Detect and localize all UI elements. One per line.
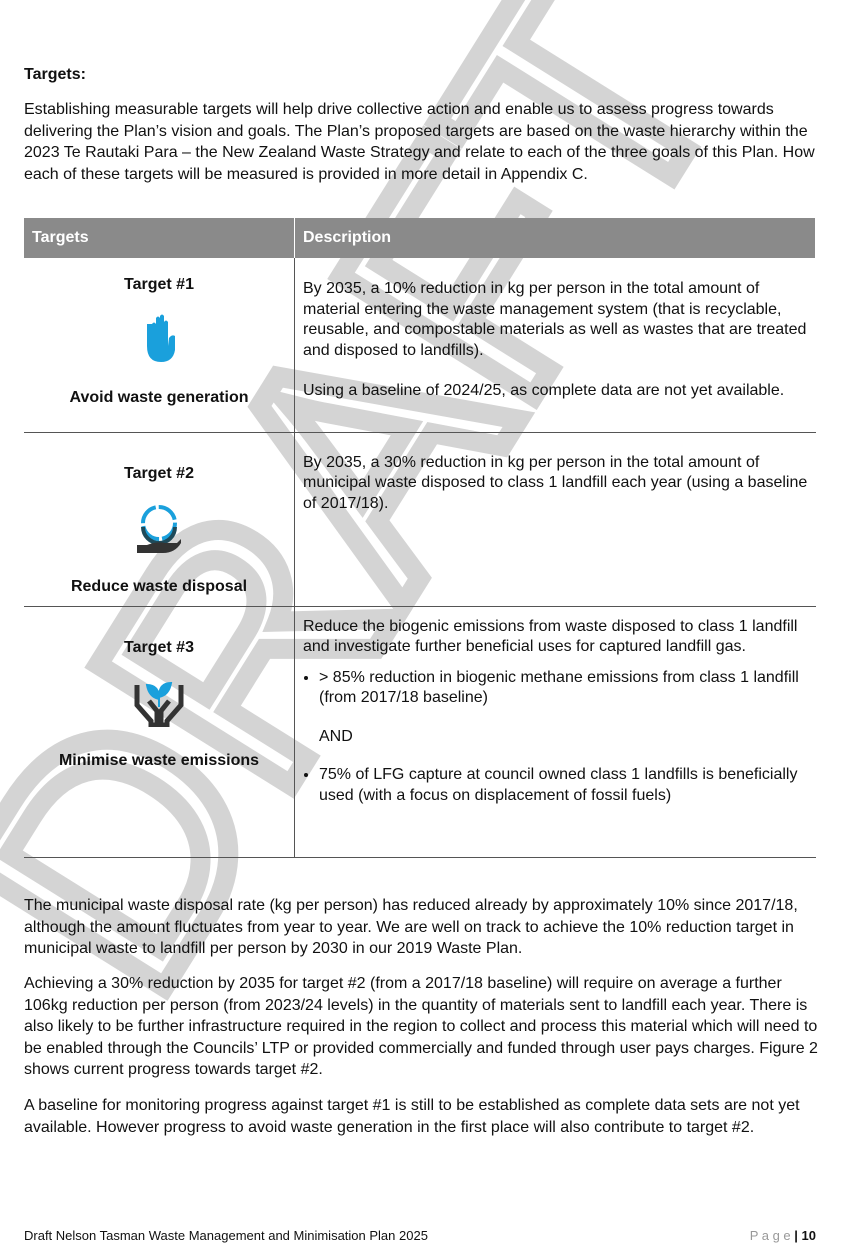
- target-number: Target #1: [124, 276, 194, 293]
- bullet-item: > 85% reduction in biogenic methane emis…: [319, 668, 808, 709]
- circle-in-hand-icon: [137, 504, 181, 553]
- table-row: Target #3 Minimise waste emissions Reduc…: [24, 606, 816, 858]
- target-number: Target #3: [124, 638, 194, 656]
- target-number: Target #2: [124, 464, 194, 482]
- and-label: AND: [319, 727, 353, 745]
- table-header-row: Targets Description: [24, 218, 816, 258]
- body-paragraph: A baseline for monitoring progress again…: [24, 1097, 800, 1136]
- target-name: Avoid waste generation: [69, 389, 249, 406]
- target-bullets: > 85% reduction in biogenic methane emis…: [303, 668, 808, 709]
- table-row: Target #1 Avoid waste generation By 2035…: [24, 258, 816, 433]
- footer-title: Draft Nelson Tasman Waste Management and…: [24, 1228, 428, 1243]
- target-name: Minimise waste emissions: [58, 751, 260, 769]
- body-paragraph: Achieving a 30% reduction by 2035 for ta…: [24, 975, 818, 1078]
- target-description: By 2035, a 30% reduction in kg per perso…: [303, 453, 808, 512]
- target-description-note: Using a baseline of 2024/25, as complete…: [303, 382, 785, 399]
- table-row: Target #2 Reduce waste disposal By 2035,…: [24, 432, 816, 607]
- column-header-description: Description: [294, 218, 816, 258]
- page-label: P a g e: [749, 1228, 791, 1243]
- target-description: By 2035, a 10% reduction in kg per perso…: [303, 280, 807, 359]
- target-name: Reduce waste disposal: [70, 577, 248, 595]
- bullet-item: 75% of LFG capture at council owned clas…: [319, 765, 808, 806]
- target-bullets: 75% of LFG capture at council owned clas…: [303, 765, 808, 806]
- targets-table: Targets Description Target #1 Avoid wast…: [24, 218, 816, 858]
- body-paragraph: The municipal waste disposal rate (kg pe…: [24, 897, 798, 957]
- raised-hand-icon: [147, 314, 175, 362]
- page-number: | 10: [794, 1228, 816, 1243]
- seedling-hands-icon: [134, 681, 184, 727]
- target-description: Reduce the biogenic emissions from waste…: [303, 617, 798, 656]
- column-header-targets: Targets: [24, 218, 295, 258]
- intro-paragraph: Establishing measurable targets will hel…: [24, 101, 815, 183]
- section-heading: Targets:: [24, 66, 86, 83]
